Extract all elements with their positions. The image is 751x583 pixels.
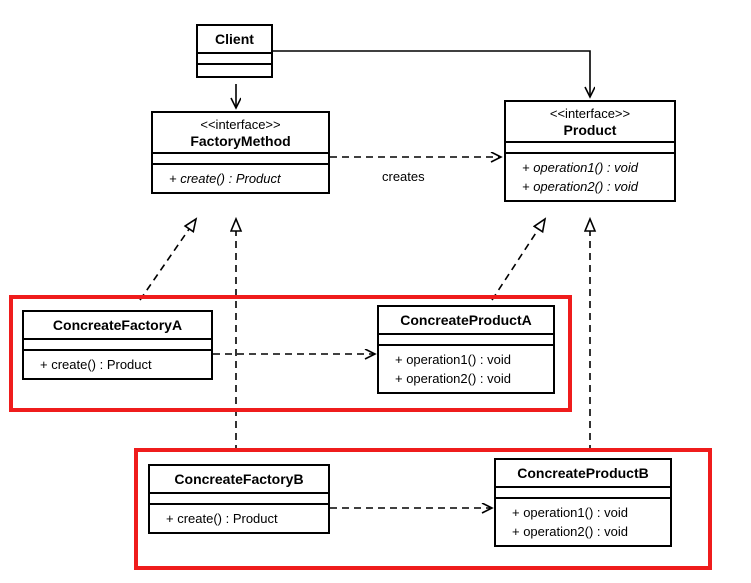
class-operation: + operation1() : void: [395, 352, 511, 367]
class-name-compartment: <<interface>> FactoryMethod: [153, 113, 328, 154]
class-attributes-compartment: [198, 54, 271, 65]
class-operation: + operation1() : void: [522, 160, 638, 175]
class-attributes-compartment: [24, 340, 211, 351]
class-name-product: Product: [563, 122, 617, 138]
class-operation: + operation2() : void: [522, 179, 638, 194]
class-name-concreateproducta: ConcreateProductA: [400, 312, 532, 328]
class-box-product[interactable]: <<interface>> Product + operation1() : v…: [504, 100, 676, 202]
class-box-client[interactable]: Client: [196, 24, 273, 78]
class-operations-compartment: + create() : Product: [153, 165, 328, 192]
class-attributes-compartment: [506, 143, 674, 154]
edge-concreateproducta-realizes-product: [491, 219, 545, 301]
class-attributes-compartment: [496, 488, 670, 499]
class-operations-compartment: + operation1() : void + operation2() : v…: [496, 499, 670, 545]
class-name-concreatefactoryb: ConcreateFactoryB: [174, 471, 304, 487]
edge-client-to-product: [273, 50, 590, 97]
class-attributes-compartment: [379, 335, 553, 346]
class-box-concreateproducta[interactable]: ConcreateProductA + operation1() : void …: [377, 305, 555, 394]
class-operations-compartment: [198, 65, 271, 76]
class-box-concreateproductb[interactable]: ConcreateProductB + operation1() : void …: [494, 458, 672, 547]
class-name-compartment: ConcreateFactoryB: [150, 466, 328, 494]
class-attributes-compartment: [153, 154, 328, 165]
class-attributes-compartment: [150, 494, 328, 505]
class-stereotype-product: <<interface>>: [549, 106, 631, 121]
class-name-compartment: ConcreateProductB: [496, 460, 670, 488]
class-operations-compartment: + operation1() : void + operation2() : v…: [379, 346, 553, 392]
class-name-client: Client: [215, 31, 254, 47]
class-operation: + operation2() : void: [512, 524, 628, 539]
class-operation: + create() : Product: [169, 171, 281, 186]
highlight-rect-variant-a: [9, 295, 572, 412]
class-name-concreatefactorya: ConcreateFactoryA: [52, 317, 183, 333]
class-name-compartment: <<interface>> Product: [506, 102, 674, 143]
class-box-factorymethod[interactable]: <<interface>> FactoryMethod + create() :…: [151, 111, 330, 194]
class-box-concreatefactorya[interactable]: ConcreateFactoryA + create() : Product: [22, 310, 213, 380]
class-name-factorymethod: FactoryMethod: [190, 133, 291, 149]
edge-concreatefactorya-realizes-factorymethod: [139, 219, 196, 301]
class-name-compartment: ConcreateFactoryA: [24, 312, 211, 340]
class-operations-compartment: + create() : Product: [24, 351, 211, 378]
class-name-compartment: Client: [198, 26, 271, 54]
class-operation: + create() : Product: [166, 511, 278, 526]
class-name-compartment: ConcreateProductA: [379, 307, 553, 335]
class-box-concreatefactoryb[interactable]: ConcreateFactoryB + create() : Product: [148, 464, 330, 534]
class-stereotype-factorymethod: <<interface>>: [200, 117, 281, 132]
class-operation: + operation1() : void: [512, 505, 628, 520]
class-name-concreateproductb: ConcreateProductB: [517, 465, 649, 481]
highlight-rect-variant-b: [134, 448, 712, 570]
class-operations-compartment: + operation1() : void + operation2() : v…: [506, 154, 674, 200]
class-operations-compartment: + create() : Product: [150, 505, 328, 532]
class-operation: + create() : Product: [40, 357, 152, 372]
edge-label-creates: creates: [382, 169, 425, 184]
class-operation: + operation2() : void: [395, 371, 511, 386]
